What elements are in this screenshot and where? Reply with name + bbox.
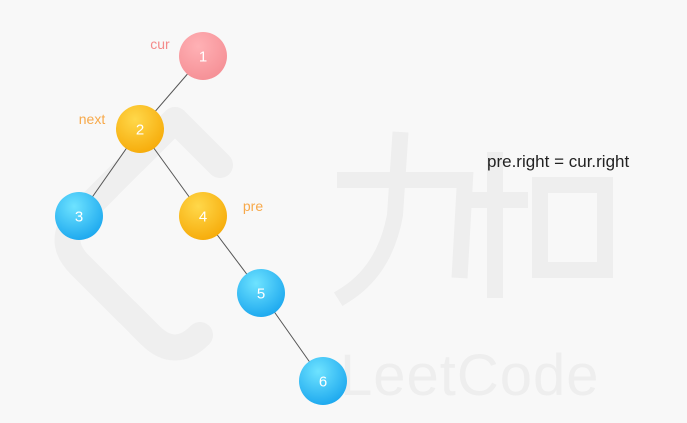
- watermark-glyph: [333, 131, 613, 307]
- nodes: 1 2 3 4 5 6: [55, 32, 347, 405]
- pointer-label-cur: cur: [150, 36, 170, 52]
- node-circle: [179, 192, 227, 240]
- node-label: 6: [319, 374, 327, 391]
- node-circle: [299, 357, 347, 405]
- formula-text: pre.right = cur.right: [487, 152, 630, 171]
- watermark-text: LeetCode: [340, 343, 600, 408]
- tree-node-6: 6: [299, 357, 347, 405]
- tree-node-2: 2: [116, 105, 164, 153]
- tree-node-5: 5: [237, 269, 285, 317]
- node-label: 1: [199, 49, 207, 66]
- pointer-label-pre: pre: [243, 198, 263, 214]
- node-label: 4: [199, 209, 207, 226]
- node-label: 5: [257, 286, 265, 303]
- node-circle: [55, 192, 103, 240]
- node-circle: [179, 32, 227, 80]
- pointer-label-next: next: [79, 111, 106, 127]
- tree-node-1: 1: [179, 32, 227, 80]
- node-label: 2: [136, 122, 144, 139]
- pointer-labels: cur next pre: [79, 36, 264, 214]
- node-circle: [237, 269, 285, 317]
- tree-node-3: 3: [55, 192, 103, 240]
- leetcode-watermark: LeetCode: [54, 107, 613, 408]
- node-circle: [116, 105, 164, 153]
- node-label: 3: [75, 209, 83, 226]
- tree-node-4: 4: [179, 192, 227, 240]
